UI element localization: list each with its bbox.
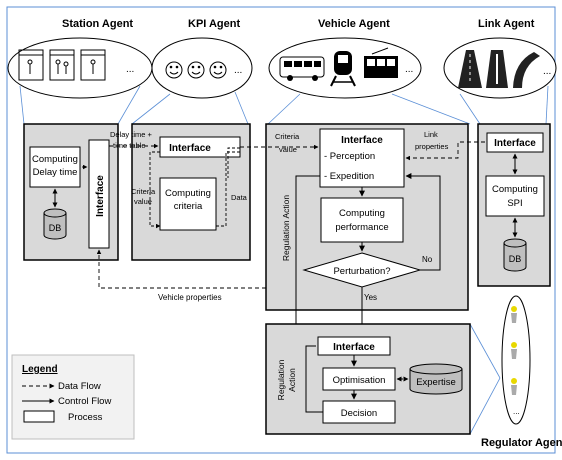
link-agent-title: Link Agent [478,18,535,30]
worker-icon [511,378,517,395]
vehicle-interface-box [319,128,405,188]
computing-delay-time-label-2: Delay time [33,167,78,178]
inter-agent-data-flows [82,141,485,289]
regulation-action-label-2: Action [287,368,297,392]
curved-road-icon [513,52,540,88]
link-properties-label-2: properties [415,142,449,151]
legend-process-swatch [23,410,55,423]
station-interface-label: Interface [95,175,106,217]
legend-process-label: Process [68,412,103,423]
legend-data-flow-label: Data Flow [58,381,101,392]
computing-criteria-label-1: Computing [165,188,211,199]
computing-spi-box [485,175,545,217]
road-icon [458,50,482,88]
yes-label: Yes [364,293,377,302]
regulator-control-flows [305,345,357,413]
delay-time-label-1: Delay time + [110,130,153,139]
kpi-data-label: Data [231,193,248,202]
vehicle-ellipsis: ... [405,64,413,75]
perturbation-label: Perturbation? [333,266,390,277]
station-ellipsis: ... [126,64,134,75]
kpi-interface-label: Interface [169,143,211,154]
smiley-icon [187,61,205,79]
kpi-criteria-label-2: value [134,197,152,206]
vehicle-criteria-label-2: value [279,145,297,154]
expertise-db-icon: Expertise [409,363,463,395]
legend-box [11,354,135,440]
optimisation-label: Optimisation [333,375,386,386]
station-db-label: DB [49,223,62,233]
link-interface-label: Interface [494,138,536,149]
station-db-icon: DB [43,208,67,240]
kpi-data-flows [149,147,240,229]
bus-icon [279,56,325,81]
vehicle-interface-label: Interface [341,135,383,146]
decision-label: Decision [341,408,377,419]
road-icon [486,50,508,88]
station-agents-ellipse: ... [7,37,153,99]
smiley-icon [209,61,227,79]
no-label: No [422,255,433,264]
kpi-agent-title: KPI Agent [188,18,240,30]
station-agent-title: Station Agent [62,18,133,30]
metro-icon [330,51,356,87]
legend-title: Legend [22,364,58,375]
bus-stop-icon [80,49,106,81]
regulation-action-label-1: Regulation [276,359,286,400]
computing-performance-label-2: performance [335,222,388,233]
link-db-icon: DB [503,238,527,272]
computing-delay-time-label-1: Computing [32,154,78,165]
legend-control-flow-label: Control Flow [58,396,111,407]
perception-label: - Perception [324,151,375,162]
link-properties-label-1: Link [424,130,438,139]
delay-time-label-2: time table [113,141,146,150]
regulator-agents-ellipse: ... [501,295,531,425]
vehicle-properties-label: Vehicle properties [158,293,222,302]
computing-delay-time-box [29,146,81,188]
diagram-frame [6,6,556,454]
agent-connectors [19,85,549,435]
computing-spi-label-2: SPI [507,198,522,209]
regulator-agent-title: Regulator Agent [481,437,562,449]
bus-stop-icon [18,49,44,81]
station-interface-box [88,139,110,249]
computing-performance-label-1: Computing [339,208,385,219]
kpi-criteria-label-1: Criteria [131,187,156,196]
link-agents-ellipse: ... [443,37,557,99]
vehicle-regulation-action-label: Regulation Action [281,195,291,261]
expedition-label: - Expedition [324,171,374,182]
vehicle-agents-ellipse: ... [268,37,422,99]
vehicle-agent-title: Vehicle Agent [318,18,390,30]
worker-icon [511,342,517,359]
optimisation-box [322,367,396,391]
computing-criteria-label-2: criteria [174,201,203,212]
link-ellipsis: ... [543,66,551,77]
smiley-icon [165,61,183,79]
computing-criteria-box [159,177,217,231]
regulator-interface-label: Interface [333,342,375,353]
link-db-label: DB [509,254,522,264]
kpi-agents-ellipse: ... [151,37,253,99]
expertise-label: Expertise [416,377,456,388]
vehicle-criteria-label-1: Criteria [275,132,300,141]
regulator-ellipsis: ... [513,407,520,416]
bus-stop-icon [49,49,75,81]
computing-spi-label-1: Computing [492,184,538,195]
worker-icon [511,306,517,323]
computing-performance-box [320,197,404,243]
link-interface-box [486,132,544,153]
kpi-ellipsis: ... [234,65,242,76]
tram-icon [364,47,398,78]
